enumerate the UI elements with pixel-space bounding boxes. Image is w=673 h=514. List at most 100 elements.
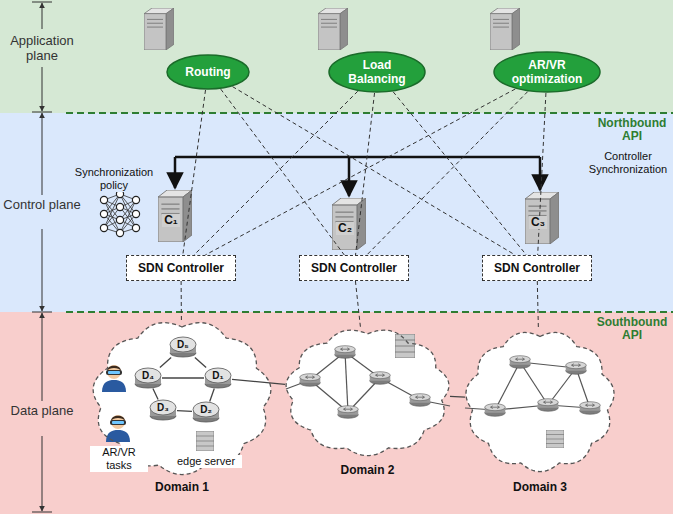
connector (221, 89, 345, 255)
server-icon (490, 8, 520, 50)
server-icon (144, 8, 174, 50)
drawing-part (495, 362, 520, 410)
sync-arrows (175, 157, 540, 196)
drawing-part (42, 113, 43, 195)
cloud-shape (465, 330, 615, 472)
router-icon (510, 356, 531, 369)
sdn-controller-box: SDN Controller (482, 255, 592, 281)
connector (153, 389, 158, 400)
router-icon (538, 399, 559, 412)
users-label: AR/VR tasks (90, 446, 148, 472)
router-icon (335, 346, 356, 359)
router-node: D₃ (149, 400, 177, 421)
connector (181, 281, 182, 320)
connector (194, 91, 358, 255)
connector (233, 87, 516, 255)
box-text: SDN Controller (494, 261, 580, 275)
drawing-part (42, 436, 43, 511)
connector (356, 93, 375, 255)
router-top (170, 337, 196, 352)
connector (538, 93, 546, 255)
rt-text: D₃ (157, 402, 169, 413)
network-neuron (132, 196, 139, 203)
sync-label: Controller Synchronization (586, 150, 670, 176)
network-neuron (116, 203, 123, 210)
control-band-ground (0, 113, 673, 312)
box-text: SDN Controller (138, 261, 224, 275)
network-neuron (116, 229, 123, 236)
ell-text: Load Balancing (342, 58, 412, 86)
router-node: D₄ (134, 368, 162, 389)
drawing-part (32, 2, 52, 3)
router-icon (370, 372, 391, 385)
connector (210, 389, 215, 402)
connector (232, 379, 285, 384)
edge-server-icon (546, 430, 564, 448)
plane-axis (32, 2, 52, 512)
cloud-fills (93, 323, 614, 475)
box-text: SDN Controller (311, 261, 397, 275)
router-icon (300, 374, 321, 387)
network-neuron (100, 210, 107, 217)
drawing-part (348, 157, 351, 196)
connector (177, 410, 192, 412)
neural-network-icon (100, 190, 139, 236)
drawing-part (345, 352, 348, 412)
drawing-part (32, 112, 52, 113)
server-icon (318, 8, 348, 50)
router-node: D₁ (204, 368, 232, 389)
application-ellipse: AR/VR optimization (493, 51, 601, 93)
ell-text: Routing (185, 65, 230, 79)
plane-band: Application planeRoutingLoad BalancingAR… (0, 0, 673, 112)
connector (183, 90, 206, 255)
controller-servers (158, 190, 559, 250)
router-icon (485, 404, 506, 417)
drawing-part (66, 311, 673, 313)
connector (355, 281, 360, 328)
connector (160, 358, 171, 368)
connector (162, 377, 204, 378)
router-icon (580, 402, 601, 415)
rt-text: D₂ (200, 404, 212, 415)
drawing-part (32, 312, 52, 313)
application-servers (144, 8, 520, 50)
router-icon (410, 394, 431, 407)
sdn-controller-box: SDN Controller (299, 255, 409, 281)
connector (393, 92, 526, 255)
cloud-text: Domain 3 (513, 479, 567, 495)
drawing-part (66, 112, 673, 114)
api-label: Southbound API (594, 316, 670, 342)
cloud-shape (285, 328, 450, 456)
ellipse-outline (494, 52, 600, 92)
drawing-part (42, 313, 43, 401)
network-neuron (116, 216, 123, 223)
plane-band: Data planeDomain 1D₅D₄D₁D₃D₂Domain 2Doma… (0, 312, 673, 514)
plane-band: Control planeSDN ControllerSDN Controlle… (0, 112, 673, 312)
drawing-part (174, 157, 177, 188)
connector (367, 92, 528, 255)
cloud-fill (466, 332, 614, 471)
ellipse-outline (329, 52, 425, 92)
edge-server-icon (395, 334, 415, 358)
controller-icon (525, 192, 559, 244)
domain-cloud: Domain 2 (285, 328, 450, 478)
network-neuron (132, 210, 139, 217)
controller-id: C₁ (162, 214, 180, 227)
sdn-controller-box: SDN Controller (126, 255, 236, 281)
rt-text: D₅ (177, 339, 189, 350)
drawing-part (520, 362, 548, 405)
sync-policy-label: Synchronization policy (66, 166, 162, 192)
drawing-part (42, 229, 43, 311)
router-icon (338, 406, 359, 419)
network-neuron (100, 196, 107, 203)
vr-user-icon (106, 415, 130, 442)
controller-id: C₂ (336, 222, 354, 235)
controller-icon (158, 190, 192, 242)
connector (195, 358, 206, 368)
connector (205, 89, 515, 255)
server-label: edge server (170, 455, 242, 468)
router-top (150, 400, 176, 415)
cloud-outline (286, 330, 449, 455)
